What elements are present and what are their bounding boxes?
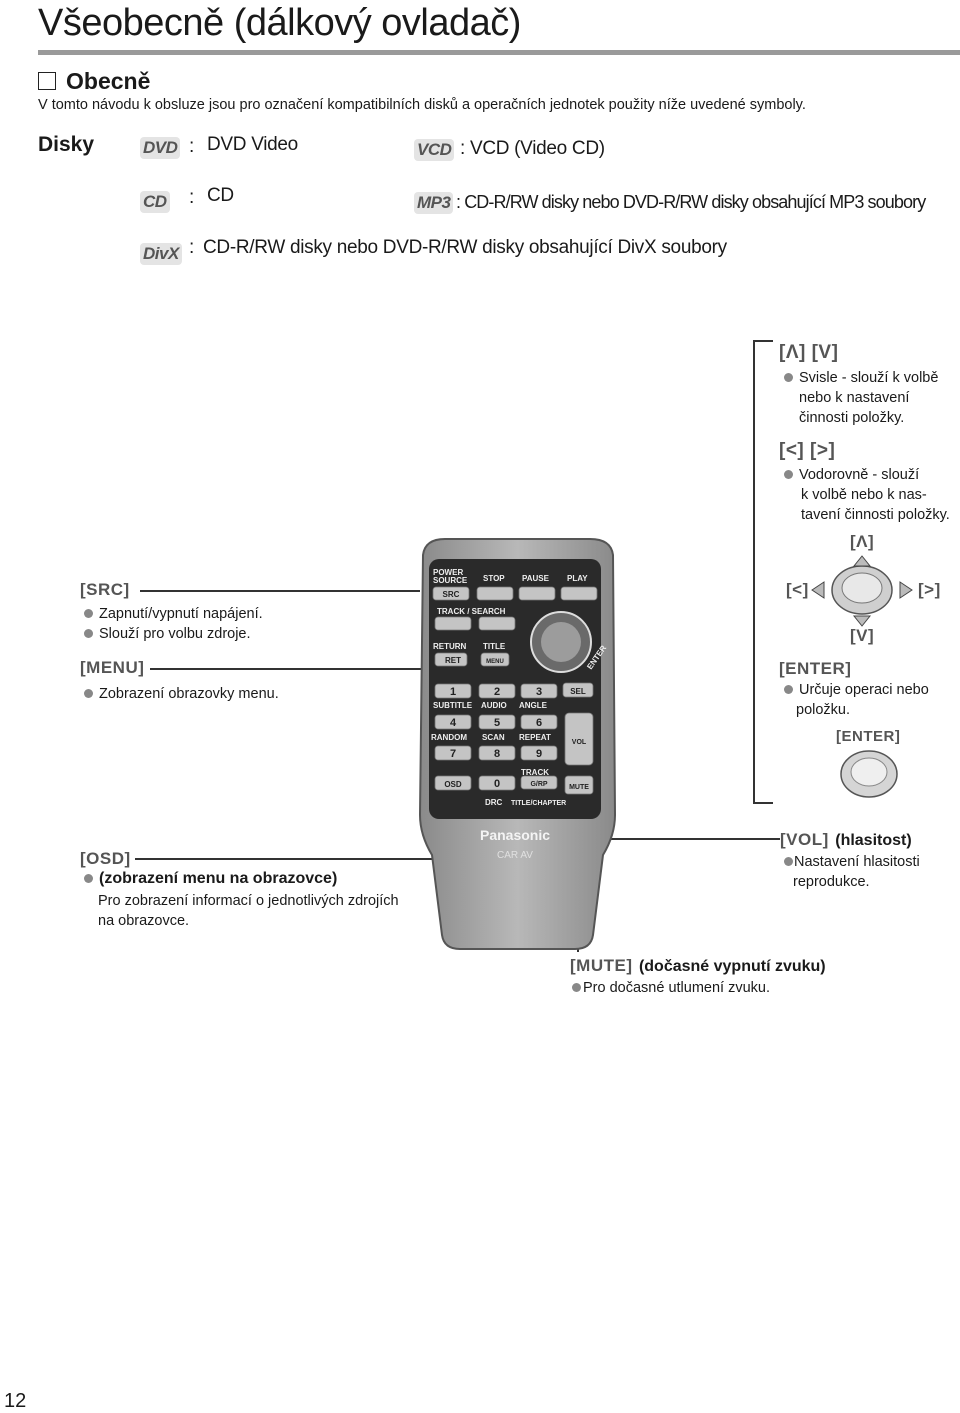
svg-text:TITLE/CHAPTER: TITLE/CHAPTER xyxy=(511,800,566,807)
updown-label: [Λ] [V] xyxy=(779,342,839,363)
bullet-icon xyxy=(84,629,93,638)
bullet-icon xyxy=(84,874,93,883)
svg-text:SEL: SEL xyxy=(570,687,586,696)
disc-desc-cd: CD xyxy=(207,185,234,206)
svg-text:PAUSE: PAUSE xyxy=(522,574,550,583)
joystick-right-label: [>] xyxy=(918,580,941,599)
vol-leader-line xyxy=(595,838,780,840)
page-title: Všeobecně (dálkový ovladač) xyxy=(38,2,521,44)
discs-label: Disky xyxy=(38,133,95,156)
joystick-icon xyxy=(811,555,913,627)
svg-text:OSD: OSD xyxy=(444,780,462,789)
separator: : xyxy=(189,187,195,208)
mp3-logo-icon: MP3 xyxy=(414,192,454,214)
svg-text:SUBTITLE: SUBTITLE xyxy=(433,701,473,710)
enter-desc: Určuje operaci nebo položku. xyxy=(784,680,929,720)
dvd-logo-icon: DVD xyxy=(140,137,181,159)
bullet-icon xyxy=(784,857,793,866)
bullet-icon xyxy=(784,470,793,479)
bullet-icon xyxy=(784,373,793,382)
bullet-icon xyxy=(784,685,793,694)
svg-text:5: 5 xyxy=(494,717,500,729)
svg-text:1: 1 xyxy=(450,686,456,698)
intro-text: V tomto návodu k obsluze jsou pro označe… xyxy=(38,97,806,113)
svg-text:4: 4 xyxy=(450,717,457,729)
joystick-down-label: [V] xyxy=(850,626,875,645)
section-heading-text: Obecně xyxy=(66,68,151,94)
svg-text:MENU: MENU xyxy=(486,659,504,665)
bullet-icon xyxy=(84,689,93,698)
vcd-logo-icon: VCD xyxy=(414,139,455,161)
svg-text:G/RP: G/RP xyxy=(530,781,547,788)
cd-logo-icon: CD xyxy=(140,191,170,213)
bullet-icon xyxy=(84,609,93,618)
vol-desc: Nastavení hlasitosti reprodukce. xyxy=(784,852,920,892)
menu-desc: Zobrazení obrazovky menu. xyxy=(84,684,279,704)
right-bracket xyxy=(753,340,773,804)
src-desc: Zapnutí/vypnutí napájení. Slouží pro vol… xyxy=(84,604,263,644)
page-number: 12 xyxy=(4,1390,27,1412)
osd-title: (zobrazení menu na obrazovce) xyxy=(84,870,337,888)
updown-desc: Svisle - slouží k volbě nebo k nastavení… xyxy=(784,368,938,428)
svg-text:TRACK / SEARCH: TRACK / SEARCH xyxy=(437,607,506,616)
leftright-desc: Vodorovně - slouží k volbě nebo k nas- t… xyxy=(784,465,950,525)
svg-text:SCAN: SCAN xyxy=(482,733,505,742)
svg-text:RET: RET xyxy=(445,656,461,665)
svg-text:3: 3 xyxy=(536,686,542,698)
remote-control: POWER SOURCE STOP PAUSE PLAY TRACK / SEA… xyxy=(418,538,617,950)
disc-desc-dvd: DVD Video xyxy=(207,134,298,155)
checkbox-square-icon xyxy=(38,72,56,90)
leftright-label: [<] [>] xyxy=(779,440,836,461)
menu-label: [MENU] xyxy=(80,658,145,677)
vol-heading: [VOL] (hlasitost) xyxy=(780,830,912,849)
disc-desc-divx: CD-R/RW disky nebo DVD-R/RW disky obsahu… xyxy=(203,237,727,258)
svg-text:SRC: SRC xyxy=(443,590,460,599)
osd-label: [OSD] xyxy=(80,849,131,868)
svg-text:AUDIO: AUDIO xyxy=(481,701,507,710)
bullet-icon xyxy=(572,983,581,992)
svg-text:RETURN: RETURN xyxy=(433,642,467,651)
mute-desc: Pro dočasné utlumení zvuku. xyxy=(572,978,770,998)
svg-text:STOP: STOP xyxy=(483,574,505,583)
svg-text:SOURCE: SOURCE xyxy=(433,576,468,585)
divx-logo-icon: DivX xyxy=(140,243,182,265)
enter-label: [ENTER] xyxy=(779,659,852,678)
svg-text:CAR AV: CAR AV xyxy=(497,850,533,861)
joystick-left-label: [<] xyxy=(786,580,809,599)
svg-text:MUTE: MUTE xyxy=(569,784,589,791)
svg-text:PLAY: PLAY xyxy=(567,574,588,583)
separator: : xyxy=(189,237,195,258)
svg-text:6: 6 xyxy=(536,717,542,729)
disc-desc-mp3: : CD-R/RW disky nebo DVD-R/RW disky obsa… xyxy=(456,192,926,212)
osd-leader-line xyxy=(135,858,453,860)
svg-text:2: 2 xyxy=(494,686,500,698)
svg-text:7: 7 xyxy=(450,748,456,760)
section-heading: Obecně xyxy=(38,68,150,95)
svg-text:Panasonic: Panasonic xyxy=(480,827,550,843)
separator: : xyxy=(189,136,195,157)
svg-text:9: 9 xyxy=(536,748,542,760)
enter-button-label: [ENTER] xyxy=(836,728,901,745)
src-leader-line xyxy=(140,590,420,592)
joystick-up-label: [Λ] xyxy=(850,532,875,551)
osd-desc: Pro zobrazení informací o jednotlivých z… xyxy=(98,893,399,929)
svg-text:POWER: POWER xyxy=(433,568,463,577)
title-divider xyxy=(38,50,960,55)
src-label: [SRC] xyxy=(80,580,130,599)
svg-text:0: 0 xyxy=(494,778,500,790)
disc-desc-vcd: : VCD (Video CD) xyxy=(460,138,605,159)
svg-text:RANDOM: RANDOM xyxy=(431,733,467,742)
svg-text:TRACK: TRACK xyxy=(521,768,549,777)
svg-text:TITLE: TITLE xyxy=(483,642,506,651)
svg-text:VOL: VOL xyxy=(572,739,587,746)
menu-leader-line xyxy=(150,668,440,670)
mute-heading: [MUTE] (dočasné vypnutí zvuku) xyxy=(570,956,826,975)
svg-text:ANGLE: ANGLE xyxy=(519,701,548,710)
svg-text:8: 8 xyxy=(494,748,500,760)
enter-button-icon xyxy=(840,750,898,798)
svg-text:DRC: DRC xyxy=(485,798,503,807)
svg-text:REPEAT: REPEAT xyxy=(519,733,551,742)
